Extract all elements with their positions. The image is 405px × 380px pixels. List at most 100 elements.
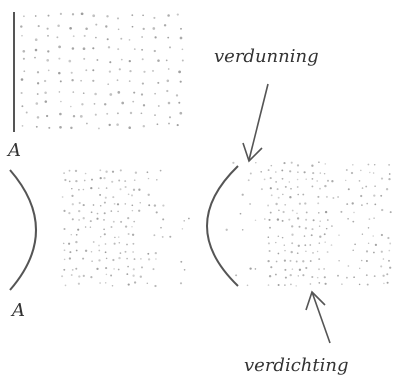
particle-dot: [365, 260, 368, 262]
particle-dot: [68, 180, 71, 183]
particle-dot: [95, 23, 98, 26]
particle-dot: [284, 268, 287, 271]
particle-dot: [128, 126, 131, 129]
particle-dot: [325, 195, 328, 198]
particle-dot: [110, 210, 113, 212]
particle-dot: [232, 161, 235, 164]
particle-dot: [284, 185, 287, 188]
particle-dot: [156, 123, 159, 126]
particle-dot: [353, 211, 355, 214]
particle-dot: [44, 91, 47, 95]
particle-dot: [82, 204, 85, 207]
particle-dot: [78, 201, 81, 205]
particle-dot: [296, 164, 300, 167]
particle-dot: [180, 27, 182, 30]
particle-dot: [140, 266, 144, 269]
particle-dot: [151, 69, 155, 72]
particle-dot: [62, 242, 65, 245]
particle-dot: [297, 275, 300, 277]
particle-dot: [71, 194, 74, 198]
particle-dot: [46, 27, 49, 30]
particle-dot: [351, 202, 354, 205]
particle-dot: [309, 244, 312, 246]
particle-dot: [331, 180, 334, 183]
particle-dot: [311, 164, 314, 167]
particle-dot: [98, 259, 101, 262]
particle-dot: [332, 197, 335, 199]
particle-dot: [85, 27, 88, 31]
particle-dot: [105, 257, 108, 260]
particle-dot: [109, 61, 112, 64]
particle-dot: [92, 204, 95, 206]
particle-dot: [367, 163, 370, 166]
particle-dot: [83, 34, 86, 37]
particle-dot: [319, 187, 321, 190]
particle-dot: [358, 267, 361, 270]
particle-dot: [282, 193, 284, 196]
particle-dot: [298, 268, 302, 271]
particle-dot: [167, 68, 170, 70]
particle-dot: [147, 258, 151, 261]
particle-dot: [168, 122, 170, 125]
particle-dot: [323, 172, 326, 175]
particle-dot: [303, 235, 306, 237]
panel-curved-piston-left: A: [9, 169, 190, 321]
particle-dot: [388, 177, 391, 181]
particle-dot: [263, 178, 266, 181]
particle-dot: [90, 276, 93, 279]
particle-dot: [58, 91, 61, 93]
particle-dot: [105, 267, 108, 270]
particle-dot: [77, 282, 80, 285]
particle-dot: [309, 260, 312, 262]
particle-dot: [156, 179, 158, 181]
particle-dot: [131, 233, 135, 236]
particle-dot: [296, 217, 300, 220]
particle-dot: [80, 79, 82, 82]
particle-dot: [79, 115, 83, 118]
particle-dot: [47, 34, 49, 37]
particle-dot: [112, 258, 115, 262]
particle-dot: [107, 46, 111, 49]
compression-label: verdichting: [244, 355, 348, 376]
particle-dot: [157, 81, 160, 84]
particle-dot: [126, 273, 129, 275]
particle-dot: [131, 14, 134, 17]
particle-dot: [154, 114, 156, 116]
particle-dot: [117, 48, 120, 51]
particle-dot: [106, 15, 109, 18]
particle-dot: [388, 163, 391, 166]
particle-dot: [126, 257, 128, 260]
particle-dot: [269, 226, 271, 229]
particle-dot: [163, 24, 167, 27]
particle-dot: [68, 257, 72, 260]
particle-dot: [118, 242, 121, 244]
particle-dot: [99, 176, 102, 180]
particle-dot: [59, 112, 62, 116]
particle-dot: [352, 220, 355, 223]
particle-dot: [268, 218, 271, 221]
particle-dot: [176, 124, 179, 127]
particle-dot: [281, 236, 284, 239]
particle-dot: [352, 249, 354, 251]
particle-dot: [295, 260, 298, 263]
particle-dot: [82, 217, 85, 220]
particle-dot: [302, 274, 305, 277]
particle-dot: [70, 233, 73, 236]
particle-dot: [153, 234, 156, 237]
particle-dot: [47, 14, 50, 17]
particle-dot: [291, 225, 294, 228]
particle-dot: [269, 211, 272, 214]
piston-label-top: A: [6, 140, 21, 161]
particle-dot: [284, 276, 287, 279]
particle-dot: [291, 242, 294, 245]
particle-dot: [323, 276, 326, 279]
particle-dot: [84, 172, 87, 175]
particle-dot: [283, 244, 286, 246]
particle-dot: [84, 249, 88, 252]
particle-dot: [372, 172, 375, 174]
particle-dot: [75, 240, 78, 244]
particle-dot: [98, 244, 100, 247]
particle-dot: [70, 274, 73, 276]
particle-dot: [132, 268, 135, 271]
particle-dot: [289, 196, 292, 199]
